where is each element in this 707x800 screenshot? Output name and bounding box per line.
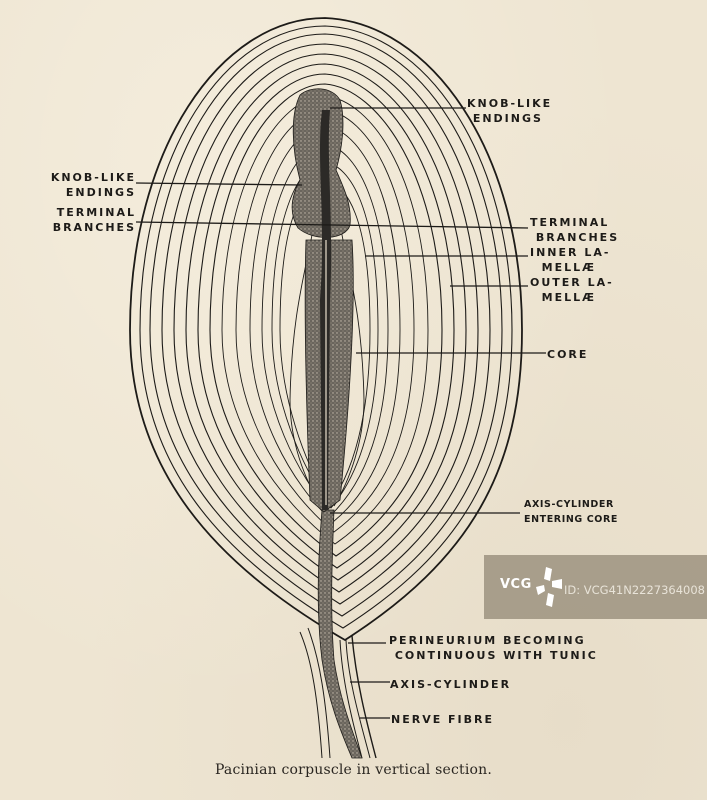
label-core: CORE	[547, 348, 589, 361]
label-inner-lamellae: INNER LA- MELLÆ	[530, 246, 611, 274]
label-terminal-branches-right: TERMINAL BRANCHES	[530, 216, 620, 244]
label-perineurium: PERINEURIUM BECOMING CONTINUOUS WITH TUN…	[389, 634, 598, 662]
watermark-logo-text: VCG	[500, 577, 532, 592]
label-nerve-fibre: NERVE FIBRE	[391, 713, 495, 726]
label-axis-cylinder-entering-core: AXIS-CYLINDER ENTERING CORE	[524, 499, 618, 525]
nerve-fibre-stalk	[299, 627, 377, 759]
label-knob-like-endings-left: KNOB-LIKE ENDINGS	[50, 171, 136, 199]
outer-lamellae	[129, 17, 523, 642]
watermark-banner: VCG ID: VCG41N2227364008	[484, 555, 707, 619]
watermark-id: ID: VCG41N2227364008	[564, 583, 705, 597]
axis-cylinder-stalk	[317, 509, 363, 759]
leader-lines	[135, 107, 546, 719]
vcg-burst-icon	[536, 567, 562, 607]
label-terminal-branches-left: TERMINAL BRANCHES	[52, 206, 136, 234]
label-knob-like-endings-top: KNOB-LIKE ENDINGS	[467, 97, 553, 125]
label-outer-lamellae: OUTER LA- MELLÆ	[530, 276, 614, 304]
figure-caption: Pacinian corpuscle in vertical section.	[214, 762, 493, 778]
label-axis-cylinder: AXIS-CYLINDER	[390, 678, 512, 691]
